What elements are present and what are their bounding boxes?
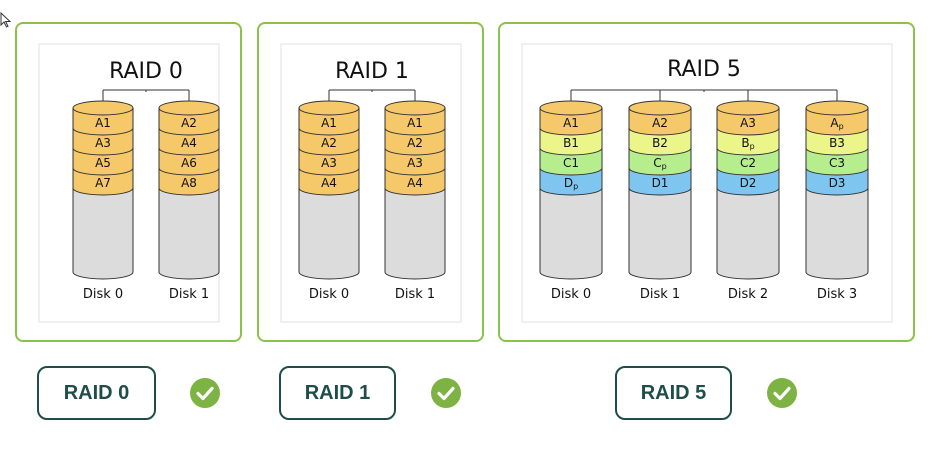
answer-button-raid0[interactable]: RAID 0 (37, 366, 156, 420)
data-block (628, 147, 692, 176)
block-label: B1 (563, 136, 579, 150)
data-block (539, 127, 603, 156)
data-block (805, 127, 869, 156)
disk-label: Disk 0 (83, 287, 123, 302)
data-block (716, 107, 780, 136)
block-label: A4 (181, 136, 197, 150)
block-label: A2 (181, 116, 197, 130)
data-block (805, 167, 869, 196)
block-label: A3 (740, 116, 756, 130)
raid-title: RAID 5 (667, 57, 741, 82)
data-block (298, 147, 360, 176)
check-circle-icon (431, 378, 461, 408)
cursor-arrow-icon (0, 12, 12, 28)
check-circle-icon (190, 378, 220, 408)
disk-label: Disk 3 (817, 287, 857, 302)
raid-title: RAID 1 (335, 59, 409, 84)
disk-label: Disk 0 (309, 287, 349, 302)
data-block (628, 107, 692, 136)
data-block (805, 107, 869, 136)
data-block (628, 127, 692, 156)
block-label: D1 (652, 176, 669, 190)
data-block (298, 107, 360, 136)
block-label: A8 (181, 176, 197, 190)
block-label: C3 (829, 156, 845, 170)
data-block (384, 167, 446, 196)
data-block (158, 107, 220, 136)
data-block (158, 167, 220, 196)
data-block (384, 127, 446, 156)
disk-label: Disk 0 (551, 287, 591, 302)
data-block (716, 147, 780, 176)
data-block (158, 147, 220, 176)
data-block (539, 107, 603, 136)
answer-button-raid5[interactable]: RAID 5 (615, 366, 732, 420)
data-block (539, 147, 603, 176)
data-block (158, 127, 220, 156)
block-label: B3 (829, 136, 845, 150)
block-label: A1 (95, 116, 111, 130)
data-block (539, 167, 603, 196)
block-label: A2 (407, 136, 423, 150)
data-block (384, 107, 446, 136)
data-block (805, 147, 869, 176)
block-label: A1 (407, 116, 423, 130)
block-label: A2 (652, 116, 668, 130)
block-label: D3 (829, 176, 846, 190)
block-label: A4 (321, 176, 337, 190)
block-label: A2 (321, 136, 337, 150)
data-block (384, 147, 446, 176)
block-label: C1 (563, 156, 579, 170)
check-circle-icon (767, 378, 797, 408)
block-label: A1 (563, 116, 579, 130)
disk-label: Disk 1 (640, 287, 680, 302)
block-label: A5 (95, 156, 111, 170)
data-block (628, 167, 692, 196)
answer-button-raid1[interactable]: RAID 1 (279, 366, 396, 420)
block-label: A3 (95, 136, 111, 150)
disk-label: Disk 1 (169, 287, 209, 302)
block-label: C2 (740, 156, 756, 170)
block-label: A3 (321, 156, 337, 170)
data-block (72, 147, 134, 176)
block-label: A6 (181, 156, 197, 170)
block-label: A4 (407, 176, 423, 190)
data-block (72, 167, 134, 196)
data-block (72, 107, 134, 136)
disk-label: Disk 2 (728, 287, 768, 302)
data-block (298, 127, 360, 156)
raid-title: RAID 0 (109, 59, 183, 84)
data-block (298, 167, 360, 196)
data-block (716, 127, 780, 156)
data-block (72, 127, 134, 156)
block-label: A3 (407, 156, 423, 170)
block-label: A7 (95, 176, 111, 190)
block-label: A1 (321, 116, 337, 130)
block-label: D2 (740, 176, 757, 190)
data-block (716, 167, 780, 196)
block-label: B2 (652, 136, 668, 150)
disk-label: Disk 1 (395, 287, 435, 302)
